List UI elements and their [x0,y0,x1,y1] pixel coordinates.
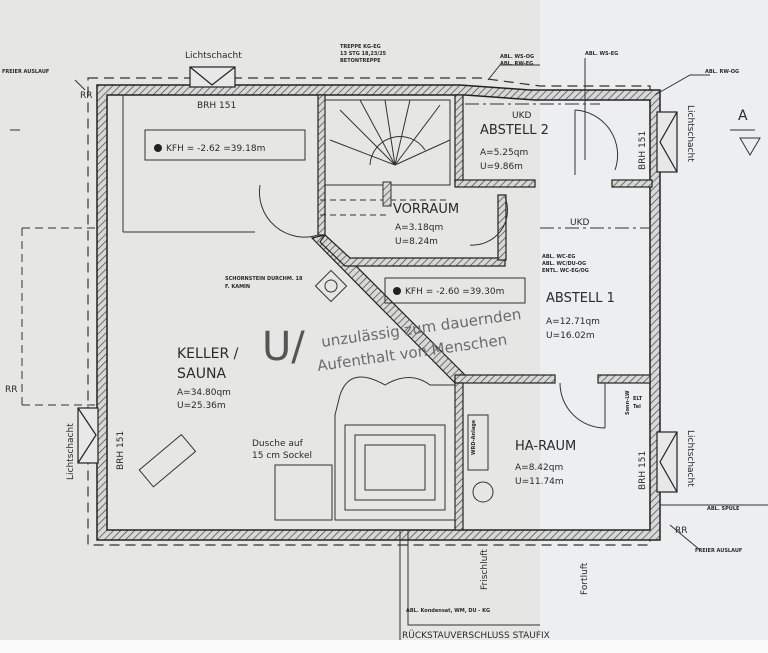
pipe-note: ABL. WC/DU-OG [542,261,586,267]
kfh-box [384,277,526,304]
air-label: Fortluft [580,562,590,595]
device-label: WRD-Anlage [471,419,477,455]
brh-label: BRH 151 [197,101,236,111]
shower-note: 15 cm Sockel [252,451,312,461]
lightwell-boxes [77,66,678,493]
chimney-note: SCHORNSTEIN DURCHM. 18 [225,276,303,282]
room-area: A=8.42qm [515,463,563,473]
rr-label: RR [675,526,688,536]
room-perimeter: U=16.02m [546,331,595,341]
room-name: VORRAUM [393,202,459,217]
backflow-note: RÜCKSTAUVERSCHLUSS STAUFIX [402,630,550,641]
pipe-note: ABL. WS-OG [500,54,534,60]
paper-edge [0,640,768,653]
brh-label: BRH 151 [638,451,648,490]
pipe-note: ABL. RW-OG [705,69,739,75]
pipe-note: ABL. WC-EG [542,254,575,260]
foundation-line [87,77,651,546]
room-name: ABSTELL 1 [546,291,615,306]
room-name: ABSTELL 2 [480,123,549,138]
pipe-note: ABL. SPÜLE [707,505,740,512]
room-abstell-1: ABSTELL 1 A=12.71qm U=16.02m [546,291,615,341]
room-name: SAUNA [177,366,226,382]
room-perimeter: U=11.74m [515,477,564,487]
room-abstell-2: ABSTELL 2 A=5.25qm U=9.86m [480,123,549,172]
free-outlet-label: FREIER AUSLAUF [695,548,742,554]
lightwell-label: Lichtschacht [685,430,695,487]
stair-note: TREPPE KG-EG [340,44,381,50]
room-keller-sauna: KELLER / SAUNA A=34.80qm U=25.36m [177,346,239,411]
room-perimeter: U=8.24m [395,237,438,247]
pipe-note: ABL. WS-EG [585,51,618,57]
pipe-note: ENTL. WC-EG/OG [542,268,589,274]
stamp-letter: U/ [262,324,305,370]
room-perimeter: U=25.36m [177,401,226,411]
lightwell-label: Lichtschacht [185,51,242,61]
brh-label: BRH 151 [116,431,126,470]
device-label: Tel [633,404,641,410]
chimney-note: F. KAMIN [225,284,250,290]
room-name: KELLER / [177,346,239,362]
device-label: Sonn-LW [625,390,631,415]
kfh-box [144,129,306,161]
room-perimeter: U=9.86m [480,162,523,172]
ukd-label: UKD [512,111,531,121]
free-outlet-label: FREIER AUSLAUF [2,69,49,75]
room-area: A=34.80qm [177,388,231,398]
stair-note: BETONTREPPE [340,58,381,64]
room-name: HA-RAUM [515,439,576,454]
lightwell-label: Lichtschacht [66,423,76,480]
staircase [320,99,451,216]
pipe-note: ABL. Kondensat, WM, DU - KG [406,608,490,614]
level-marker-icon [154,144,162,152]
sauna [10,58,768,640]
kfh-label: KFH = -2.62 =39.18m [166,144,265,154]
kfh-label: KFH = -2.60 =39.30m [405,287,504,297]
level-marker-icon [393,287,401,295]
device-label: ELT [633,396,643,402]
lightwell-label: Lichtschacht [685,105,695,162]
room-area: A=12.71qm [546,317,600,327]
rr-label: RR [80,91,93,101]
room-vorraum: VORRAUM A=3.18qm U=8.24m [393,202,459,247]
pipe-note: ABL. RW-EG [500,61,533,67]
stair-note: 13 STG 18,23/25 [340,51,387,57]
outer-walls [96,84,661,541]
section-marker: A [738,108,748,124]
room-area: A=5.25qm [480,148,528,158]
shower-note: Dusche auf [252,439,304,449]
air-label: Frischluft [480,549,490,590]
ukd-label: UKD [570,218,589,228]
room-area: A=3.18qm [395,223,443,233]
room-ha-raum: HA-RAUM A=8.42qm U=11.74m [515,439,576,487]
inner-walls [310,94,653,531]
brh-label: BRH 151 [638,131,648,170]
rr-label: RR [5,385,18,395]
